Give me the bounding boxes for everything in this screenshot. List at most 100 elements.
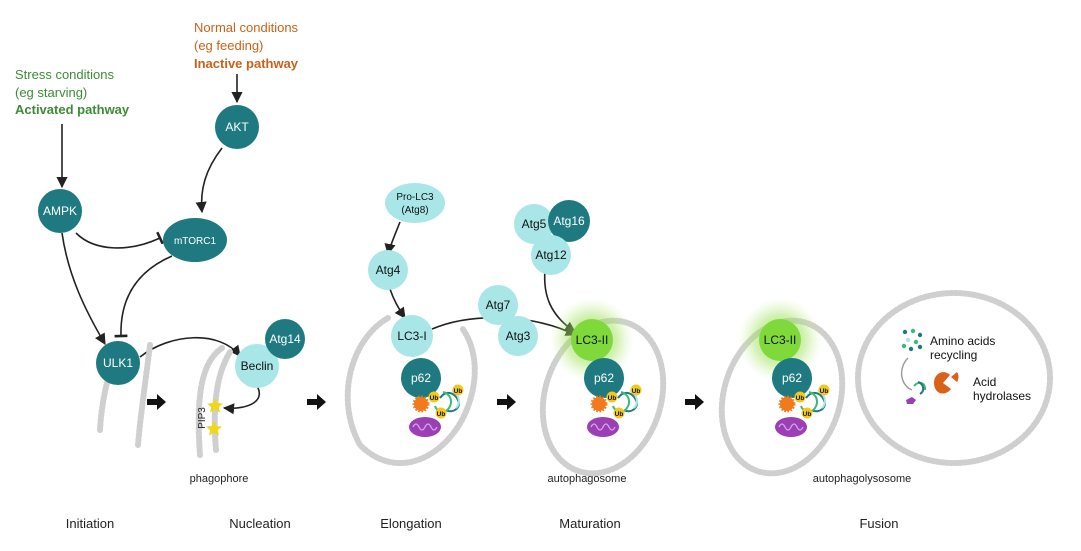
ub-spiky-icon [412,395,430,413]
cargo-cluster-maturation: Ub Ub Ub [587,384,642,437]
initiation-membrane-fragment-2 [135,342,153,448]
arrow-atg4-to-lc3i [389,288,406,319]
ub-badge-icon [613,407,625,419]
acid-label: Acid [973,375,996,389]
ulk1-node: ULK1 [96,341,140,385]
autophagosome-label: autophagosome [548,473,627,485]
svg-text:Ub: Ub [430,395,439,402]
pip3-label: PIP3 [197,407,208,429]
activated-pathway-label: Activated pathway [15,102,130,117]
ub-spiky-icon [778,395,796,413]
atg3-node: Atg3 [498,316,538,356]
atg5-node: Atg5 [514,204,554,244]
ub-badge-icon [818,384,830,396]
process-arrow-3 [497,394,516,410]
ub-badge-icon [801,407,813,419]
arrow-ampk-to-ulk1 [61,232,106,345]
stress-conditions-example: (eg starving) [15,85,88,100]
akt-node: AKT [215,105,259,149]
ub-badge-icon [630,384,642,396]
inhibit-ampk-mtorc1 [75,231,164,249]
atg4-node: Atg4 [368,250,408,290]
cargo-cluster-elongation: Ub Ub Ub [409,384,464,437]
p62-node-fusion: p62 [772,358,812,398]
stage-fusion: Fusion [859,516,898,531]
mtorc1-node: mTORC1 [163,218,227,262]
ub-badge-icon [428,391,440,403]
hydrolases-label: hydrolases [973,389,1031,403]
arrow-ulk1-to-beclin [139,336,241,358]
inactive-pathway-label: Inactive pathway [194,56,299,71]
arrow-prolc3-to-atg4 [384,221,401,256]
svg-text:Atg7: Atg7 [486,298,511,312]
stress-conditions-label: Stress conditions [15,67,114,82]
process-arrow-2 [307,394,326,410]
ub-badge-icon [435,407,447,419]
process-arrows [147,394,704,410]
recycling-arrow [901,357,913,391]
autophagolysosome-label: autophagolysosome [813,473,911,485]
acid-hydrolases-icon [934,372,959,394]
svg-text:p62: p62 [411,371,431,385]
beclin-node: Beclin [235,344,279,388]
ub-badge-icon [794,391,806,403]
atg16-node: Atg16 [548,200,590,242]
stage-nucleation: Nucleation [229,516,290,531]
atg12-node: Atg12 [531,235,571,275]
ub-spiky-icon [590,395,608,413]
pip3-stars [206,398,223,436]
ub-badge-icon [452,384,464,396]
lc3-ii-node-fusion: LC3-II [759,319,801,361]
svg-text:LC3-II: LC3-II [576,333,609,347]
arrow-akt-to-mtorc1 [195,147,223,214]
svg-text:Ub: Ub [454,388,463,395]
svg-text:AKT: AKT [225,120,249,134]
stage-maturation: Maturation [559,516,620,531]
svg-text:Atg3: Atg3 [506,329,531,343]
p62-node-maturation: p62 [584,358,624,398]
stage-elongation: Elongation [380,516,441,531]
svg-text:Atg5: Atg5 [522,217,547,231]
atg14-node: Atg14 [265,319,305,359]
stage-initiation: Initiation [66,516,114,531]
pip3-star-icon [207,398,223,413]
degraded-mitochondrion-icon [906,397,916,404]
normal-conditions-label: Normal conditions [194,20,299,35]
process-arrow-4 [685,394,704,410]
svg-text:(Atg8): (Atg8) [401,205,428,216]
svg-text:Beclin: Beclin [241,359,274,373]
svg-text:LC3-II: LC3-II [764,333,797,347]
phagophore-membrane-inner [211,349,233,453]
svg-text:LC3-I: LC3-I [397,329,426,343]
svg-text:p62: p62 [594,371,614,385]
atg7-node: Atg7 [478,285,518,325]
lysosome-membrane [855,290,1053,466]
cargo-cluster-fusion: Ub Ub Ub [775,384,830,437]
amino-acids-label: Amino acids [930,334,995,348]
recycling-label: recycling [930,348,977,362]
p62-node-elongation: p62 [401,358,441,398]
pro-lc3-node: Pro-LC3 (Atg8) [385,183,445,223]
svg-text:AMPK: AMPK [43,204,77,218]
ampk-node: AMPK [38,189,82,233]
pip3-star-icon [206,421,222,436]
svg-text:Pro-LC3: Pro-LC3 [396,192,434,203]
membranes [97,290,1053,477]
phagophore-membrane-left [195,345,225,458]
lc3-i-node: LC3-I [391,315,433,357]
svg-text:Ub: Ub [632,388,641,395]
svg-text:Ub: Ub [803,411,812,418]
svg-text:Ub: Ub [608,395,617,402]
elongation-membrane [344,315,478,466]
normal-conditions-example: (eg feeding) [194,38,264,53]
svg-text:Ub: Ub [437,411,446,418]
svg-text:Ub: Ub [615,411,624,418]
degraded-aggregate-icon [913,381,927,395]
ub-badge-icon [606,391,618,403]
amino-acids-icon [901,328,923,352]
svg-text:mTORC1: mTORC1 [174,236,216,247]
svg-text:Ub: Ub [820,388,829,395]
inhibit-mtorc1-ulk1 [114,255,173,338]
svg-text:p62: p62 [782,371,802,385]
